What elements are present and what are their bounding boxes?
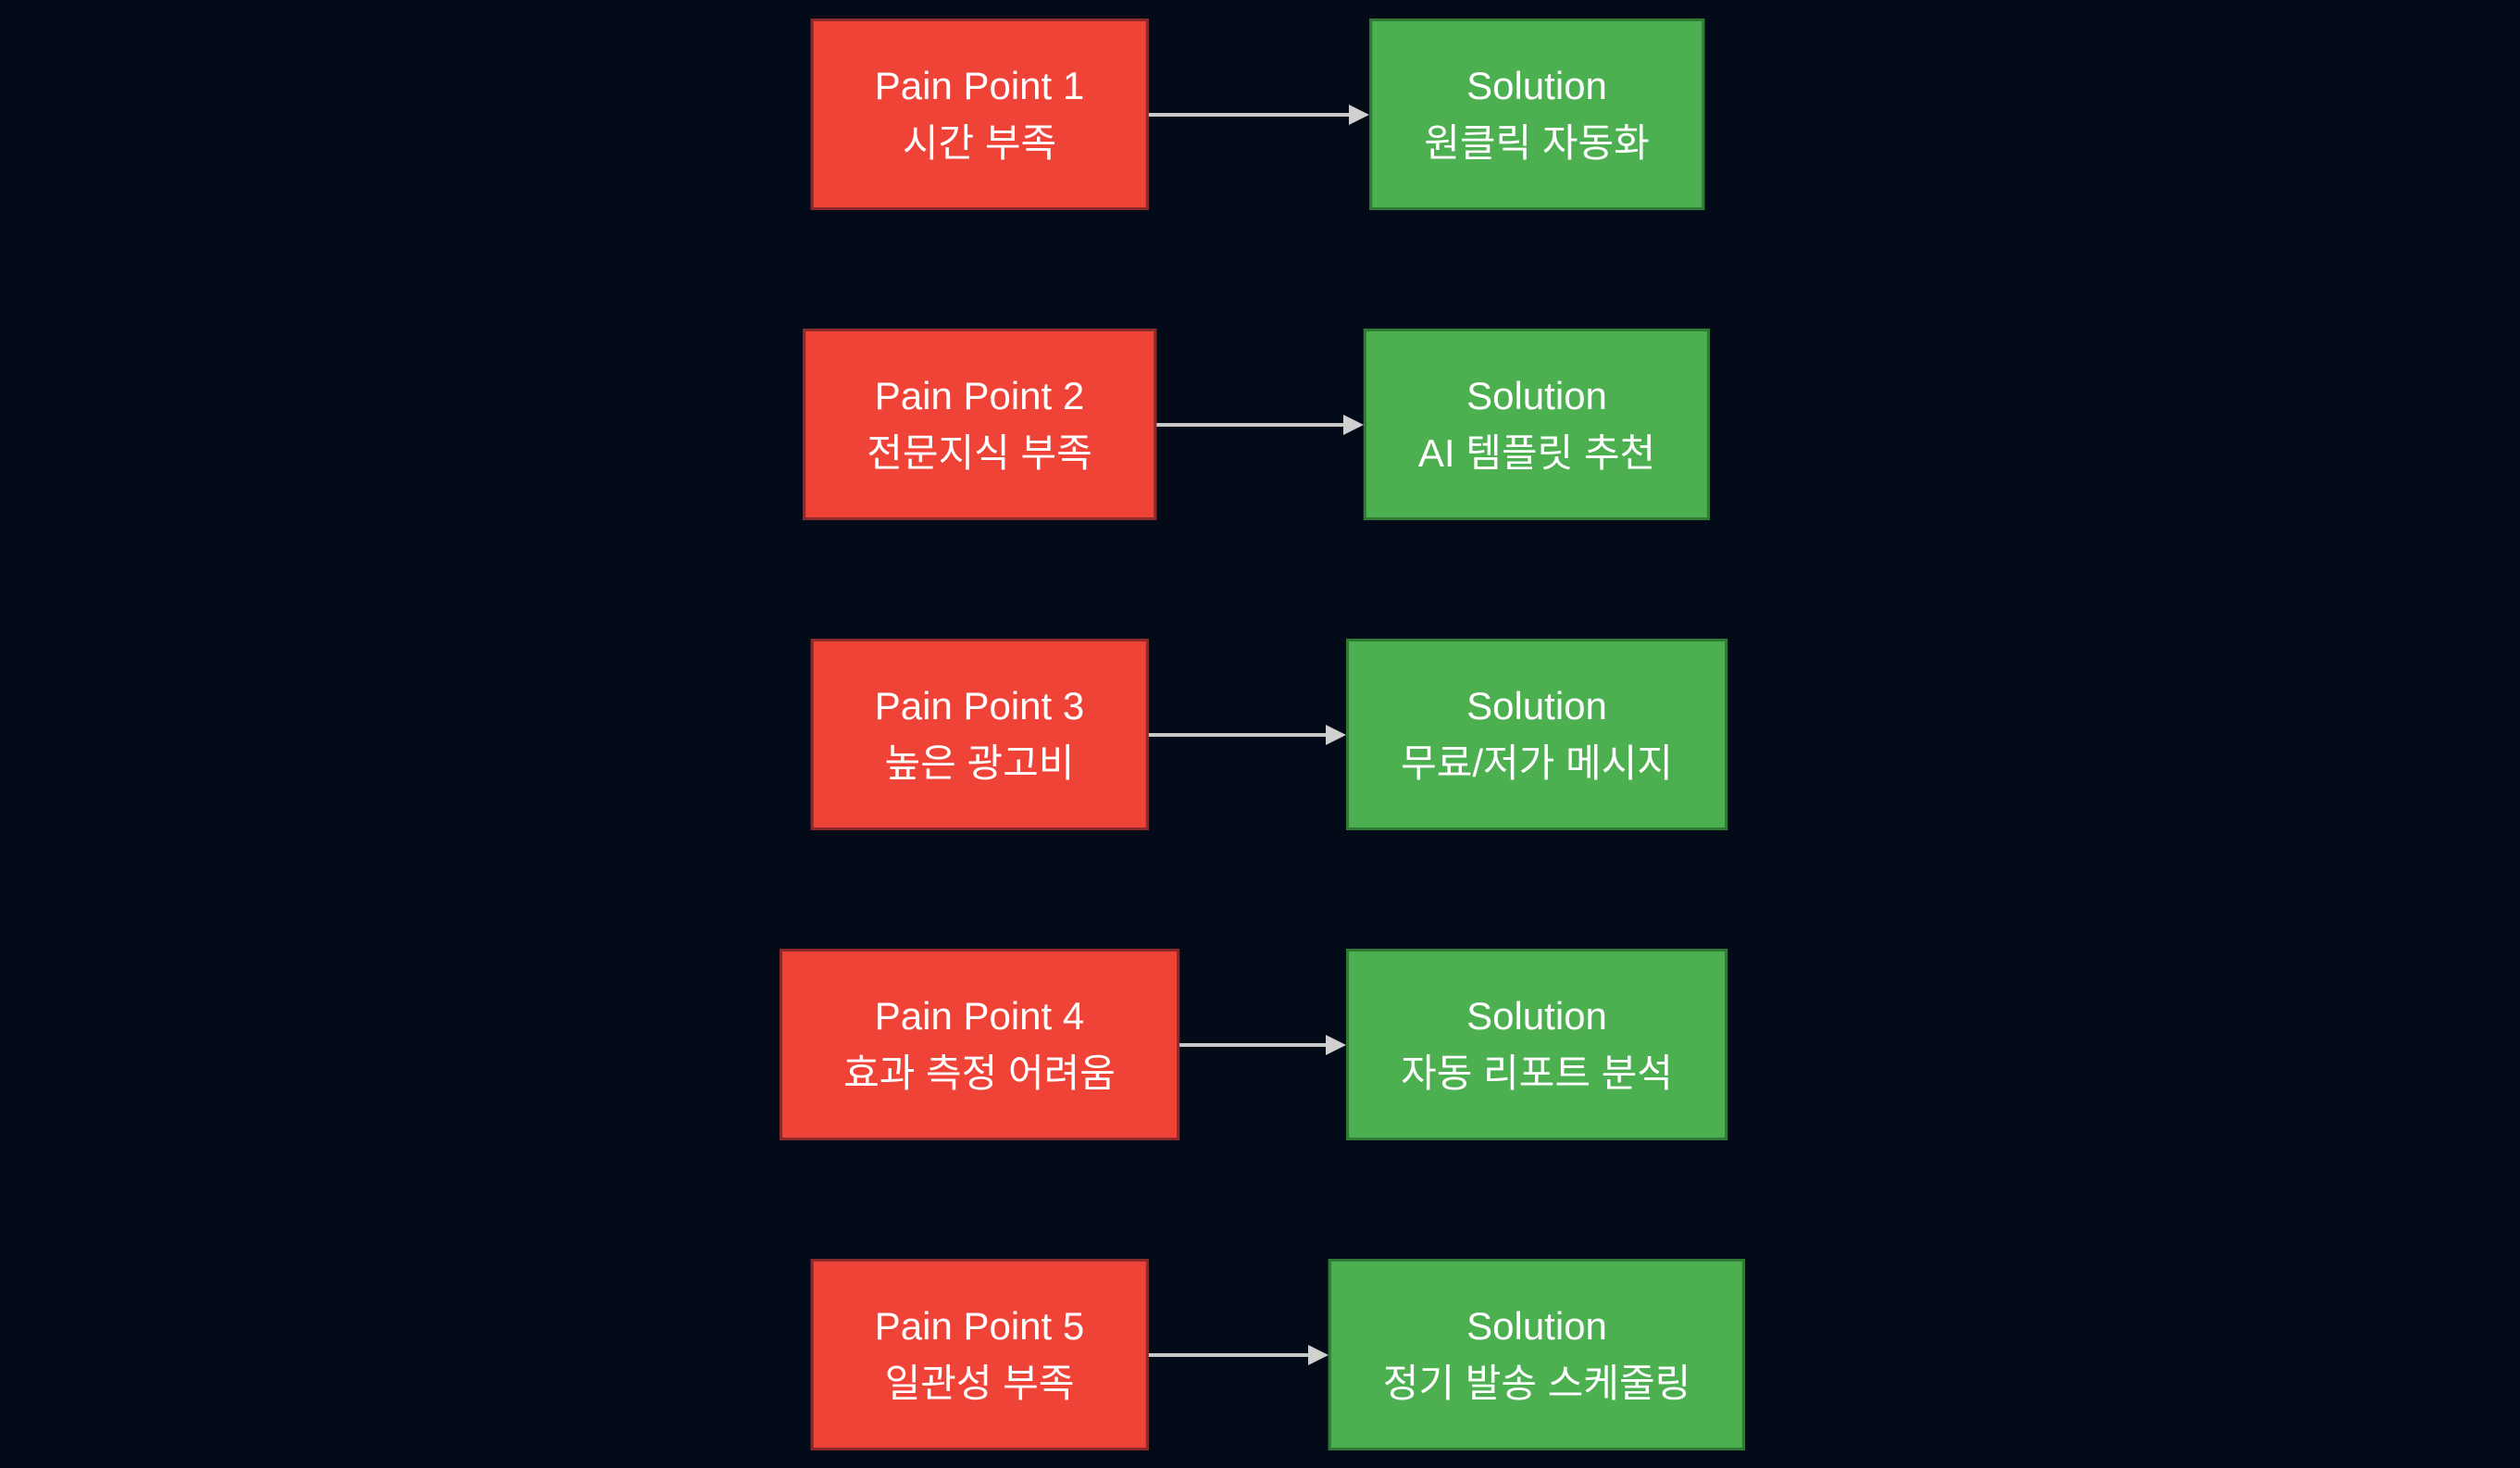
solution-4-box: Solution 자동 리포트 분석	[1346, 949, 1728, 1140]
pain-point-2-box: Pain Point 2 전문지식 부족	[803, 329, 1156, 520]
flow-row-1: Pain Point 1 시간 부족 Solution 원클릭 자동화	[0, 19, 2520, 210]
arrow-right-icon	[1307, 1344, 1329, 1365]
arrow-right-icon	[1342, 414, 1364, 435]
arrow-right-icon	[1349, 104, 1370, 125]
solution-2-box: Solution AI 템플릿 추천	[1363, 329, 1711, 520]
pain-point-3-box: Pain Point 3 높은 광고비	[810, 639, 1149, 830]
arrow-line	[1148, 732, 1330, 737]
arrow-line	[1148, 1352, 1312, 1357]
solution-title: Solution	[1466, 63, 1607, 107]
solution-subtitle: 무료/저가 메시지	[1401, 740, 1673, 785]
pain-point-subtitle: 시간 부족	[902, 120, 1057, 165]
solution-title: Solution	[1466, 993, 1607, 1038]
pain-point-1-box: Pain Point 1 시간 부족	[810, 19, 1149, 210]
arrow-line	[1148, 112, 1354, 117]
solution-subtitle: 자동 리포트 분석	[1401, 1051, 1673, 1095]
pain-point-subtitle: 효과 측정 어려움	[843, 1051, 1116, 1095]
solution-3-box: Solution 무료/저가 메시지	[1346, 639, 1728, 830]
solution-5-box: Solution 정기 발송 스케줄링	[1328, 1259, 1746, 1450]
pain-point-subtitle: 높은 광고비	[884, 740, 1075, 785]
pain-point-subtitle: 일관성 부족	[884, 1361, 1075, 1405]
arrow-line	[1155, 422, 1347, 427]
pain-point-title: Pain Point 2	[874, 373, 1085, 417]
arrow-line	[1179, 1042, 1330, 1047]
pain-point-subtitle: 전문지식 부족	[867, 430, 1092, 475]
flow-row-3: Pain Point 3 높은 광고비 Solution 무료/저가 메시지	[0, 639, 2520, 830]
pain-point-title: Pain Point 4	[874, 993, 1085, 1038]
solution-title: Solution	[1466, 373, 1607, 417]
pain-point-title: Pain Point 5	[874, 1303, 1085, 1348]
pain-point-title: Pain Point 3	[874, 683, 1085, 728]
solution-title: Solution	[1466, 1303, 1607, 1348]
pain-point-5-box: Pain Point 5 일관성 부족	[810, 1259, 1149, 1450]
solution-subtitle: AI 템플릿 추천	[1417, 430, 1656, 475]
solution-subtitle: 정기 발송 스케줄링	[1382, 1361, 1691, 1405]
pain-point-title: Pain Point 1	[874, 63, 1085, 107]
solution-title: Solution	[1466, 683, 1607, 728]
flow-row-2: Pain Point 2 전문지식 부족 Solution AI 템플릿 추천	[0, 329, 2520, 520]
arrow-right-icon	[1326, 1034, 1347, 1055]
flow-row-4: Pain Point 4 효과 측정 어려움 Solution 자동 리포트 분…	[0, 949, 2520, 1140]
solution-1-box: Solution 원클릭 자동화	[1369, 19, 1704, 210]
arrow-right-icon	[1326, 724, 1347, 745]
pain-point-4-box: Pain Point 4 효과 측정 어려움	[780, 949, 1179, 1140]
solution-subtitle: 원클릭 자동화	[1424, 120, 1650, 165]
flow-row-5: Pain Point 5 일관성 부족 Solution 정기 발송 스케줄링	[0, 1259, 2520, 1450]
